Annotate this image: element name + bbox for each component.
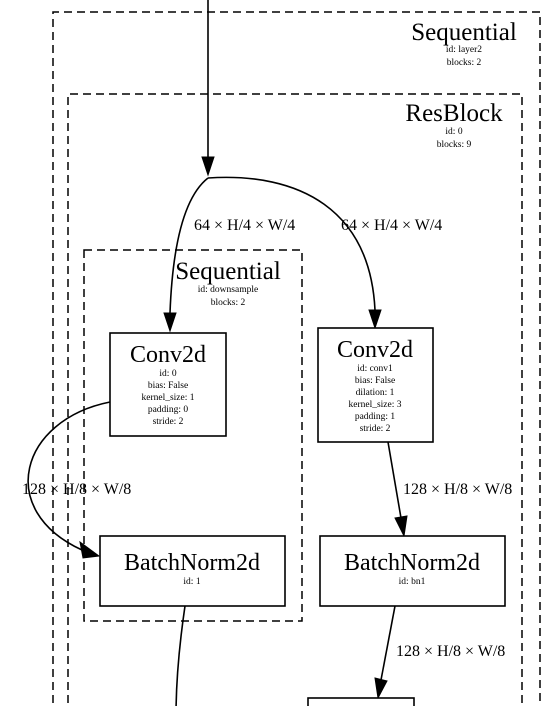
cluster-meta-id: id: layer2 bbox=[446, 45, 482, 55]
node-meta: stride: 2 bbox=[153, 417, 184, 427]
cluster-resblock: ResBlock id: 0 blocks: 9 bbox=[67, 93, 523, 706]
node-batchnorm2d-main: BatchNorm2d id: bn1 bbox=[319, 535, 506, 607]
node-title: BatchNorm2d bbox=[344, 550, 480, 576]
edge-split-right: 64 × H/4 × W/4 bbox=[207, 176, 442, 330]
edge-ds-conv-to-bn: 128 × H/8 × W/8 bbox=[22, 401, 131, 559]
node-meta: kernel_size: 3 bbox=[348, 400, 401, 410]
edge-label: 128 × H/8 × W/8 bbox=[396, 643, 505, 660]
cluster-sequential-layer2: Sequential id: layer2 blocks: 2 bbox=[52, 11, 541, 706]
node-meta: padding: 1 bbox=[355, 412, 396, 422]
node-meta: id: 0 bbox=[159, 369, 176, 379]
edge-label: 128 × H/8 × W/8 bbox=[403, 481, 512, 498]
node-next-partial bbox=[307, 697, 415, 706]
node-meta: kernel_size: 1 bbox=[141, 393, 194, 403]
node-batchnorm2d-downsample: BatchNorm2d id: 1 bbox=[99, 535, 286, 607]
cluster-meta-blocks: blocks: 2 bbox=[211, 298, 246, 308]
edge-label: 64 × H/4 × W/4 bbox=[194, 217, 295, 234]
node-meta: id: conv1 bbox=[357, 364, 393, 374]
node-meta: bias: False bbox=[355, 376, 395, 386]
cluster-meta-id: id: downsample bbox=[198, 285, 258, 295]
cluster-meta-id: id: 0 bbox=[445, 127, 462, 137]
node-title: BatchNorm2d bbox=[124, 550, 260, 576]
node-meta: padding: 0 bbox=[148, 405, 189, 415]
node-meta: id: bn1 bbox=[399, 577, 426, 587]
node-meta: dilation: 1 bbox=[356, 388, 395, 398]
cluster-meta-blocks: blocks: 2 bbox=[447, 58, 482, 68]
cluster-sequential-downsample: Sequential id: downsample blocks: 2 bbox=[83, 249, 303, 622]
edge-main-bn-out: 128 × H/8 × W/8 bbox=[374, 605, 505, 700]
node-meta: id: 1 bbox=[183, 577, 200, 587]
cluster-title: Sequential bbox=[175, 258, 281, 285]
edge-split-left: 64 × H/4 × W/4 bbox=[163, 177, 295, 333]
node-meta: bias: False bbox=[148, 381, 188, 391]
node-title: Conv2d bbox=[337, 337, 413, 363]
node-meta: stride: 2 bbox=[360, 424, 391, 434]
cluster-title: Sequential bbox=[411, 19, 517, 46]
edge-label: 64 × H/4 × W/4 bbox=[341, 217, 442, 234]
node-conv2d-downsample: Conv2d id: 0 bias: False kernel_size: 1 … bbox=[109, 332, 227, 437]
cluster-title: ResBlock bbox=[405, 100, 503, 127]
edge-label: 128 × H/8 × W/8 bbox=[22, 481, 131, 498]
edge-main-conv-to-bn: 128 × H/8 × W/8 bbox=[387, 441, 512, 538]
edge-ds-bn-out bbox=[175, 605, 186, 706]
node-title: Conv2d bbox=[130, 342, 206, 368]
edge-input bbox=[201, 0, 215, 177]
cluster-meta-blocks: blocks: 9 bbox=[437, 140, 472, 150]
node-conv2d-main: Conv2d id: conv1 bias: False dilation: 1… bbox=[317, 327, 434, 443]
